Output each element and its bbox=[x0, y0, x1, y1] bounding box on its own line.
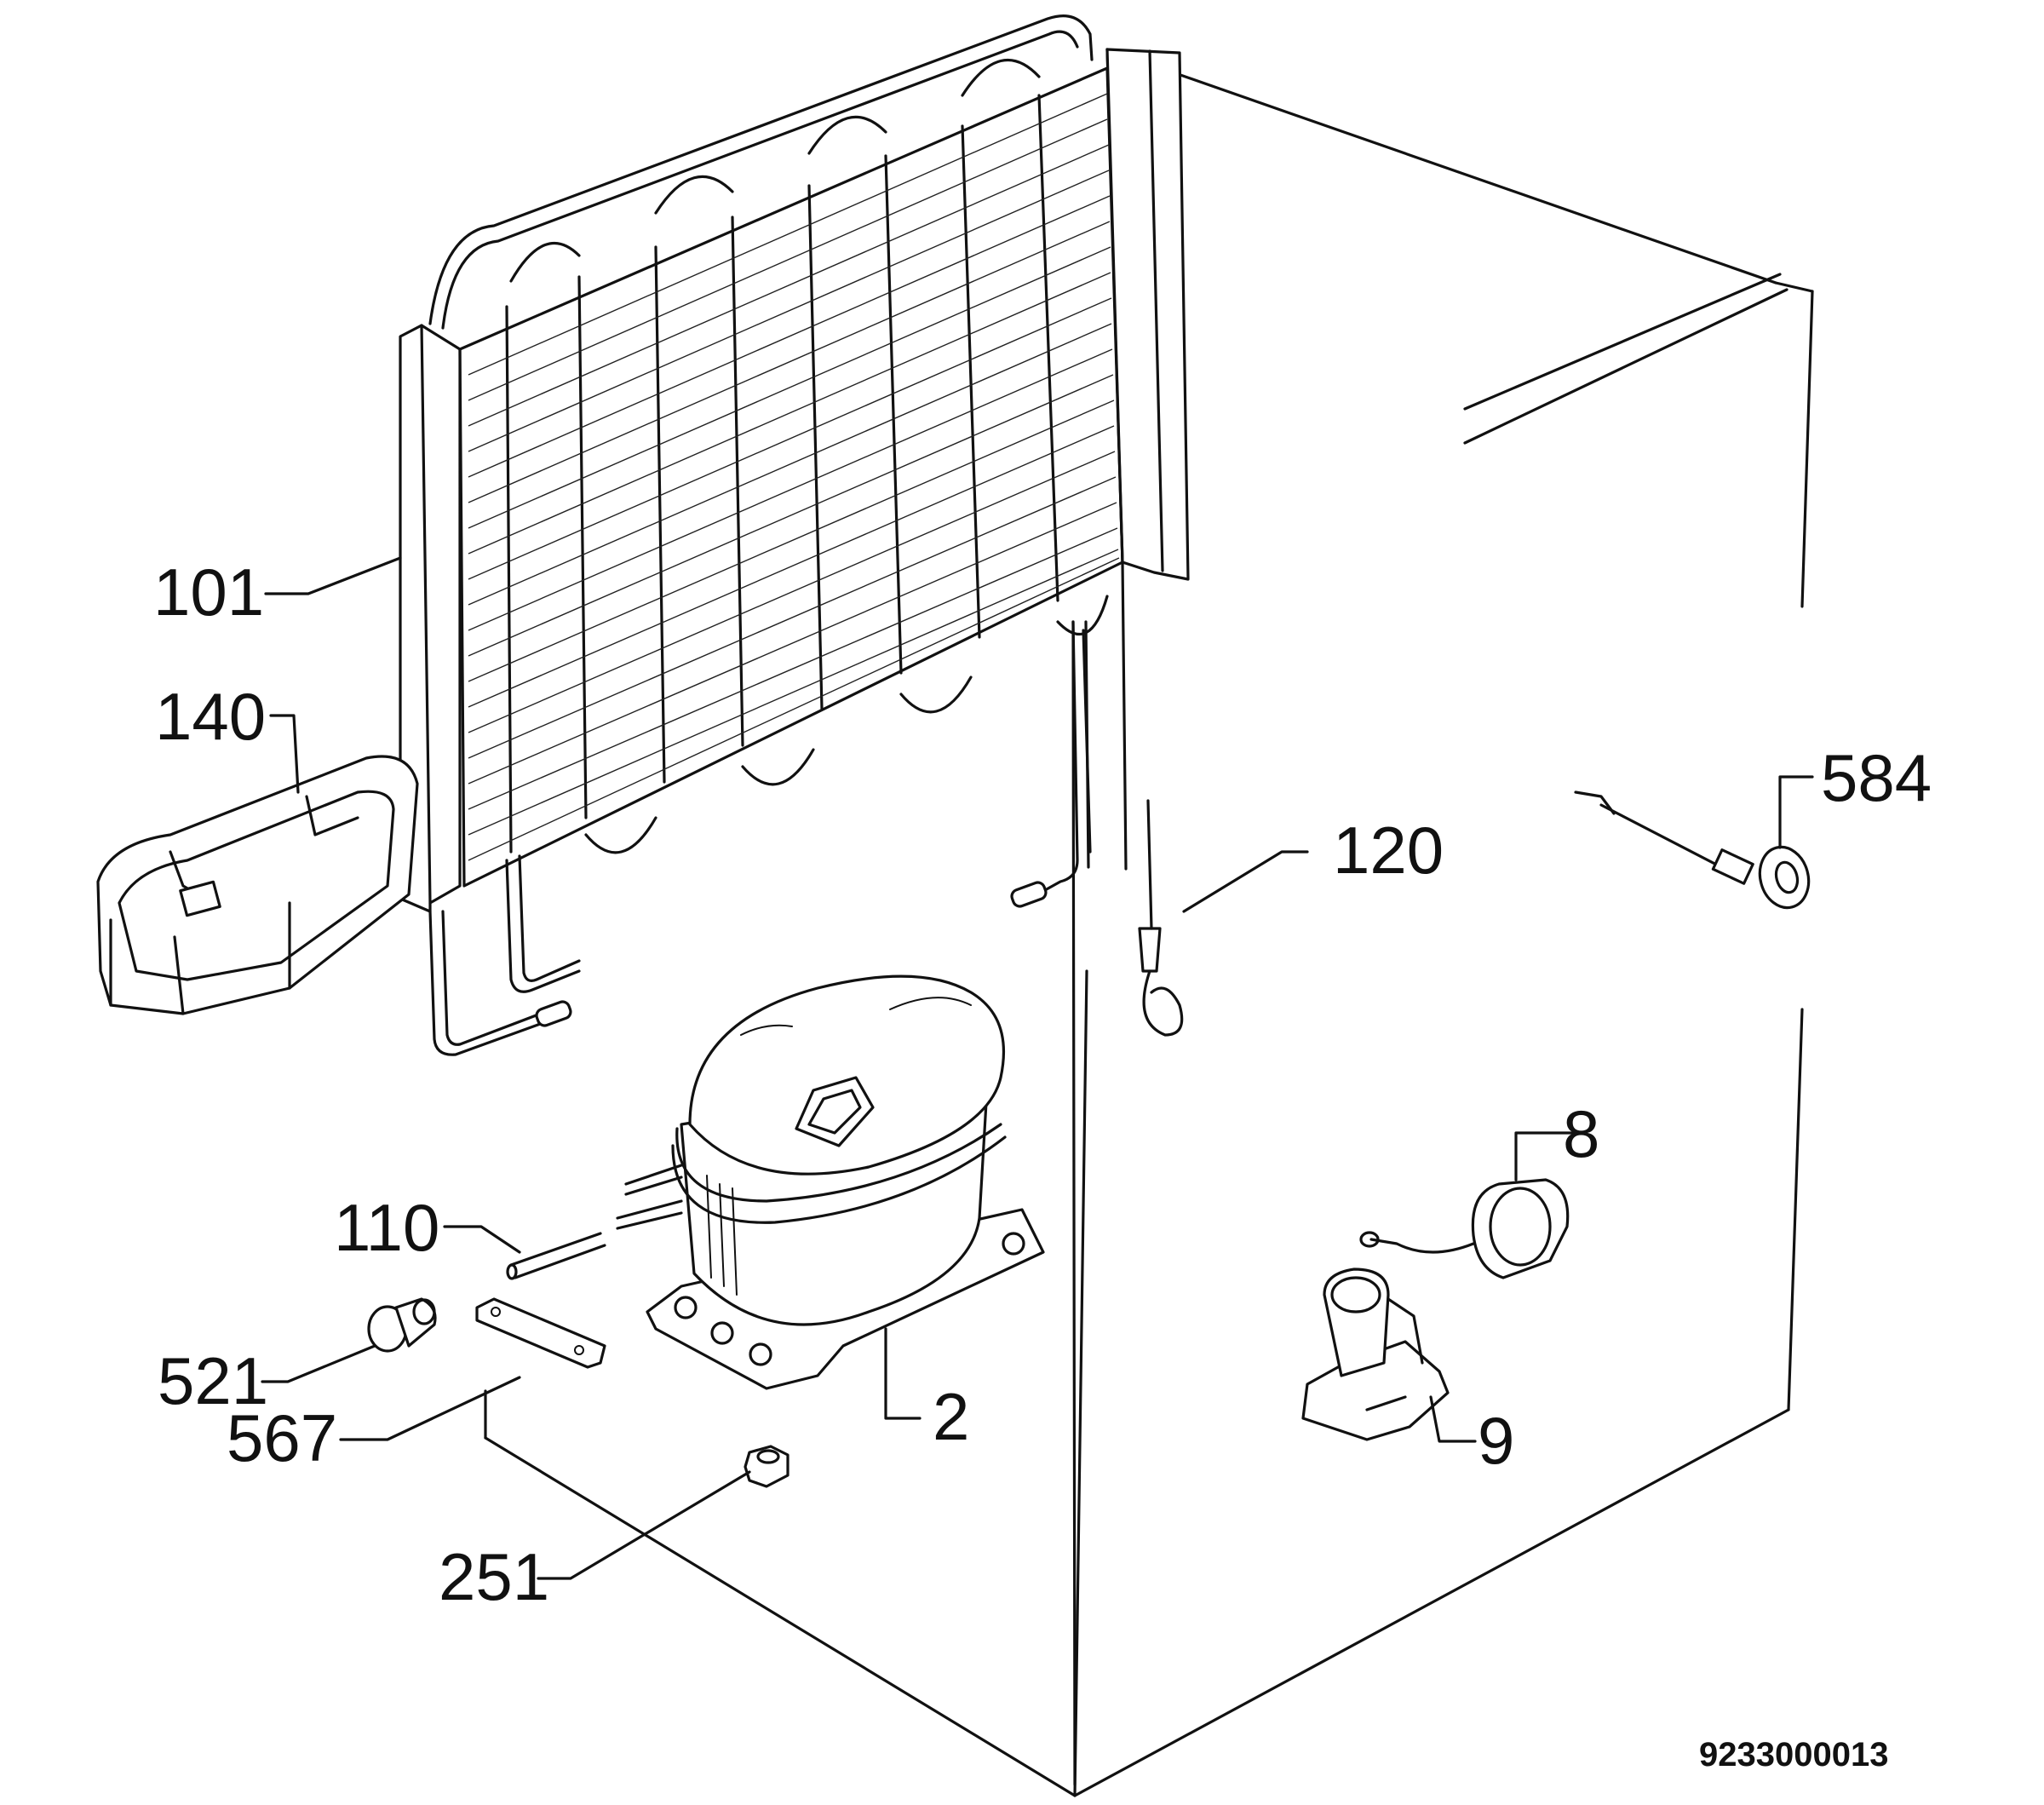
process-pipe bbox=[506, 1232, 606, 1280]
leader-lines bbox=[261, 556, 1814, 1580]
nut bbox=[744, 1445, 789, 1488]
condenser-coil bbox=[399, 14, 1190, 1056]
drip-tray bbox=[96, 755, 419, 1015]
part-label-101: 101 bbox=[153, 555, 264, 629]
grommet bbox=[367, 1297, 437, 1353]
part-label-140: 140 bbox=[155, 679, 266, 754]
part-label-251: 251 bbox=[439, 1539, 549, 1614]
part-label-8: 8 bbox=[1563, 1096, 1599, 1171]
thermostat-probe bbox=[1138, 799, 1184, 1037]
sensor-cable bbox=[1574, 790, 1811, 910]
part-label-584: 584 bbox=[1821, 740, 1932, 815]
part-label-567: 567 bbox=[227, 1400, 337, 1475]
bracket-plate bbox=[475, 1297, 606, 1369]
drawing-code: 9233000013 bbox=[1699, 1736, 1888, 1773]
part-label-2: 2 bbox=[933, 1379, 969, 1454]
relay-clamp bbox=[1301, 1268, 1450, 1441]
compressor bbox=[616, 974, 1045, 1390]
starter-relay bbox=[1359, 1178, 1570, 1279]
part-label-110: 110 bbox=[334, 1190, 439, 1265]
part-label-521: 521 bbox=[158, 1343, 268, 1418]
part-label-120: 120 bbox=[1333, 813, 1444, 888]
part-label-9: 9 bbox=[1478, 1403, 1514, 1478]
